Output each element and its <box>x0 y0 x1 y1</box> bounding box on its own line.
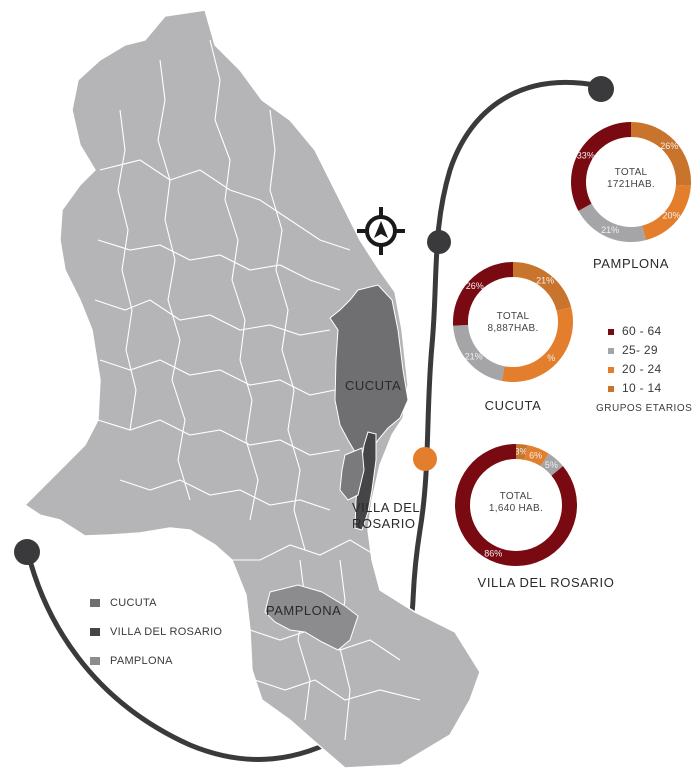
age-legend-swatch-10-14 <box>608 386 614 392</box>
timeline-curve-top <box>409 80 603 615</box>
map-legend-label-cucuta: CUCUTA <box>110 597 157 609</box>
villa-pct-label: 5% <box>545 460 558 470</box>
villa-pct-label: 3% <box>515 447 528 457</box>
timeline-curve-bottom <box>25 550 348 762</box>
pamplona-pct-label: 26% <box>660 141 678 151</box>
map-pamplona <box>264 584 359 651</box>
cucuta-pct-label: 21% <box>536 276 554 286</box>
timeline-node-orange <box>413 447 437 471</box>
cucuta-pct-label: 21% <box>465 352 483 362</box>
pamplona-slice-25-29 <box>578 203 646 243</box>
pamplona-chart-label: PAMPLONA <box>592 256 670 271</box>
villa-slice-25-29 <box>540 453 564 476</box>
pamplona-slice-60-64 <box>571 122 631 211</box>
cucuta-slice-20-24 <box>501 307 573 382</box>
map-legend-swatch-cucuta <box>90 599 100 607</box>
cucuta-total-line1: TOTAL <box>496 311 530 322</box>
pamplona-total-line2: 1721HAB. <box>607 179 655 190</box>
age-legend-swatch-20-24 <box>608 367 614 373</box>
map-region <box>23 9 481 769</box>
villa-slice-10-14 <box>516 444 528 460</box>
timeline-node-left <box>14 539 40 565</box>
villa-total-line2: 1,640 HAB. <box>488 503 544 514</box>
cucuta-pct-label: % <box>547 353 555 363</box>
cucuta-chart-label: CUCUTA <box>484 398 542 413</box>
map-label-villa-line1: VILLA DEL <box>352 500 421 515</box>
cucuta-slice-10-14 <box>513 262 572 311</box>
municipal-borders <box>94 39 421 741</box>
villa-slice-20-24 <box>524 445 549 467</box>
villa-chart-label: VILLA DEL ROSARIO <box>477 575 615 590</box>
map-legend-label-villa: VILLA DEL ROSARIO <box>110 626 223 638</box>
map-legend-swatch-villa <box>90 628 100 636</box>
age-legend-label-10-14: 10 - 14 <box>622 381 662 395</box>
pamplona-slice-20-24 <box>642 184 691 241</box>
age-legend-label-25-29: 25- 29 <box>622 343 658 357</box>
age-legend-swatch-25-29 <box>608 348 614 354</box>
map-legend-label-pamplona: PAMPLONA <box>110 655 173 667</box>
map-legend-swatch-pamplona <box>90 657 100 665</box>
villa-total-line1: TOTAL <box>499 491 533 502</box>
cucuta-slice-60-64 <box>453 262 513 326</box>
villa-pct-label: 86% <box>484 548 502 558</box>
pamplona-pct-label: 21% <box>601 225 619 235</box>
timeline-node-middle <box>427 230 451 254</box>
map-villa-del-rosario-lower <box>339 447 365 501</box>
cucuta-pct-label: 26% <box>466 281 484 291</box>
map-label-cucuta: CUCUTA <box>345 378 402 393</box>
cucuta-slice-25-29 <box>453 324 505 381</box>
age-legend-label-60-64: 60 - 64 <box>622 324 662 338</box>
age-legend-label-20-24: 20 - 24 <box>622 362 662 376</box>
villa-pct-label: 6% <box>529 450 542 460</box>
pamplona-slice-10-14 <box>631 122 691 186</box>
map-label-villa-line2: ROSARIO <box>352 516 416 531</box>
pamplona-total-line1: TOTAL <box>614 167 648 178</box>
pamplona-pct-label: 20% <box>662 210 680 220</box>
compass-icon <box>357 207 405 255</box>
donut-charts: 26% 20% 21% 33% 21%% 21% 26% 3%6%5% 86% <box>453 122 691 566</box>
pamplona-pct-label: 33% <box>577 150 595 160</box>
map-label-pamplona: PAMPLONA <box>266 603 342 618</box>
age-legend-swatch-60-64 <box>608 329 614 335</box>
cucuta-total-line2: 8,887HAB. <box>487 323 539 334</box>
timeline-node-top <box>588 76 614 102</box>
age-legend-title: GRUPOS ETARIOS <box>596 403 693 414</box>
